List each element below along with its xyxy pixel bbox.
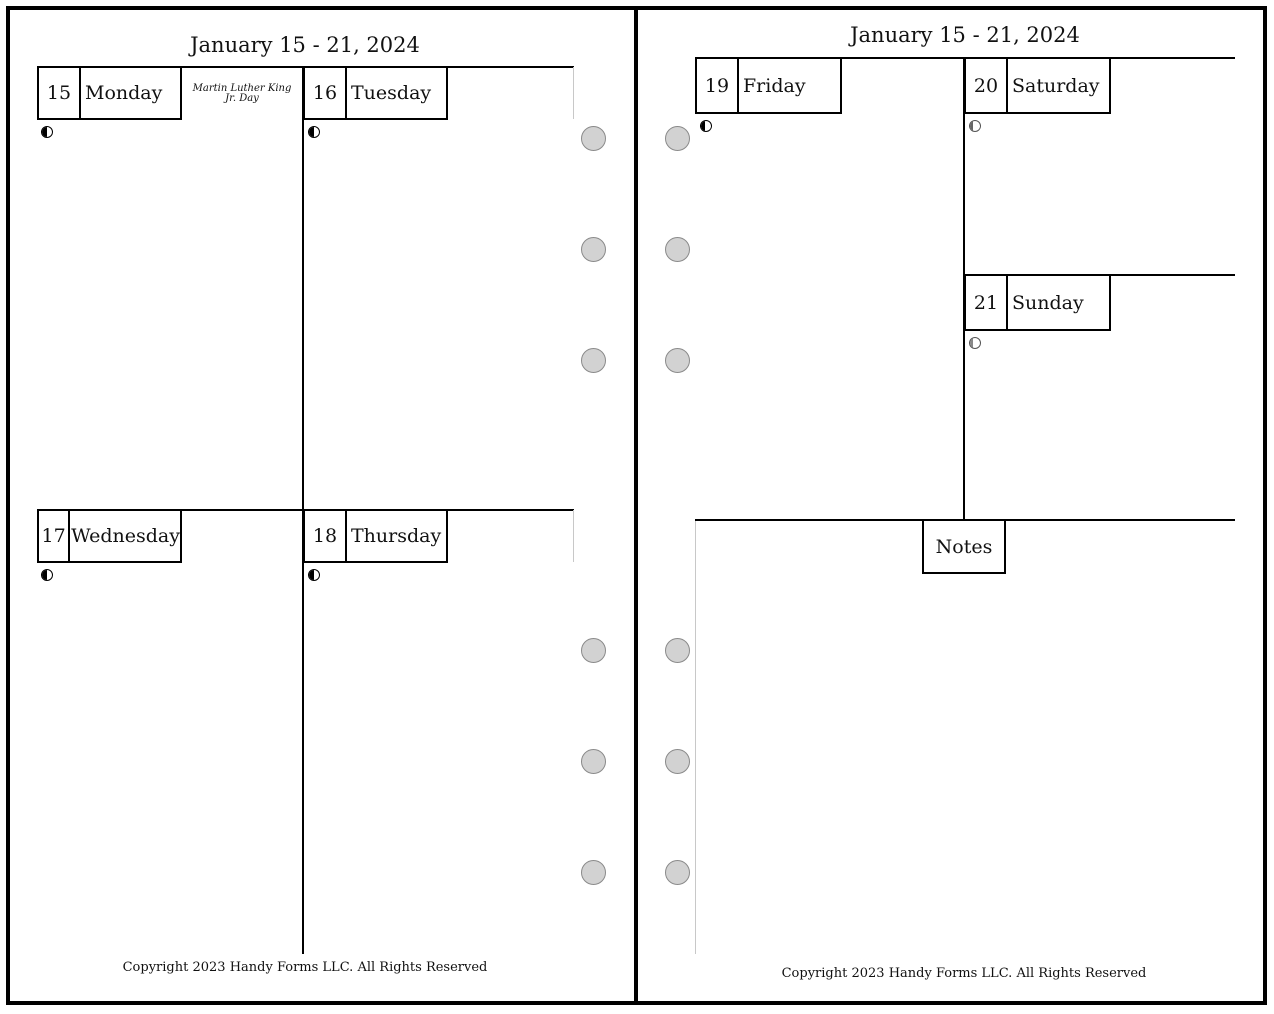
- moon-phase-icon: [969, 120, 981, 132]
- binder-hole: [581, 237, 606, 262]
- day-name: Saturday: [1012, 74, 1100, 97]
- binder-hole: [581, 749, 606, 774]
- day-name: Sunday: [1012, 291, 1084, 314]
- day-name: Monday: [85, 82, 163, 104]
- binder-hole: [665, 749, 690, 774]
- right-page-title: January 15 - 21, 2024: [850, 23, 1080, 47]
- day-number: 16: [305, 68, 347, 118]
- binder-hole: [665, 237, 690, 262]
- right-copyright: Copyright 2023 Handy Forms LLC. All Righ…: [781, 966, 1147, 981]
- notes-header: Notes: [922, 519, 1006, 574]
- day-header-thursday: 18 Thursday: [303, 509, 448, 563]
- moon-phase-icon: [41, 126, 53, 138]
- binder-hole: [581, 860, 606, 885]
- day-number: 17: [39, 511, 71, 561]
- day-number: 21: [966, 276, 1008, 329]
- left-page: [6, 6, 638, 1005]
- day-header-friday: 19 Friday: [695, 57, 842, 114]
- day-header-saturday: 20 Saturday: [964, 57, 1111, 114]
- left-top-edge: [573, 67, 574, 119]
- holiday-label: Martin Luther King Jr. Day: [192, 83, 292, 104]
- moon-phase-icon: [41, 569, 53, 581]
- binder-hole: [665, 126, 690, 151]
- binder-hole: [665, 348, 690, 373]
- day-header-wednesday: 17 Wednesday: [37, 509, 182, 563]
- binder-hole: [665, 638, 690, 663]
- day-header-monday: 15 Monday: [37, 66, 182, 120]
- moon-phase-icon: [969, 337, 981, 349]
- left-mid-edge: [573, 510, 574, 562]
- moon-phase-icon: [308, 126, 320, 138]
- binder-hole: [581, 126, 606, 151]
- day-header-sunday: 21 Sunday: [964, 274, 1111, 331]
- moon-phase-icon: [700, 120, 712, 132]
- binder-hole: [665, 860, 690, 885]
- left-page-title: January 15 - 21, 2024: [190, 33, 420, 57]
- day-number: 15: [39, 68, 81, 118]
- day-name: Thursday: [351, 525, 442, 547]
- moon-phase-icon: [308, 569, 320, 581]
- day-number: 19: [697, 59, 739, 112]
- day-name: Tuesday: [351, 82, 432, 104]
- day-number: 18: [305, 511, 347, 561]
- day-name: Friday: [743, 74, 806, 97]
- day-name: Wednesday: [71, 525, 180, 547]
- left-copyright: Copyright 2023 Handy Forms LLC. All Righ…: [122, 960, 488, 975]
- binder-hole: [581, 348, 606, 373]
- day-header-tuesday: 16 Tuesday: [303, 66, 448, 120]
- binder-hole: [581, 638, 606, 663]
- right-page: [634, 6, 1267, 1005]
- day-number: 20: [966, 59, 1008, 112]
- right-notes-edge: [695, 521, 696, 954]
